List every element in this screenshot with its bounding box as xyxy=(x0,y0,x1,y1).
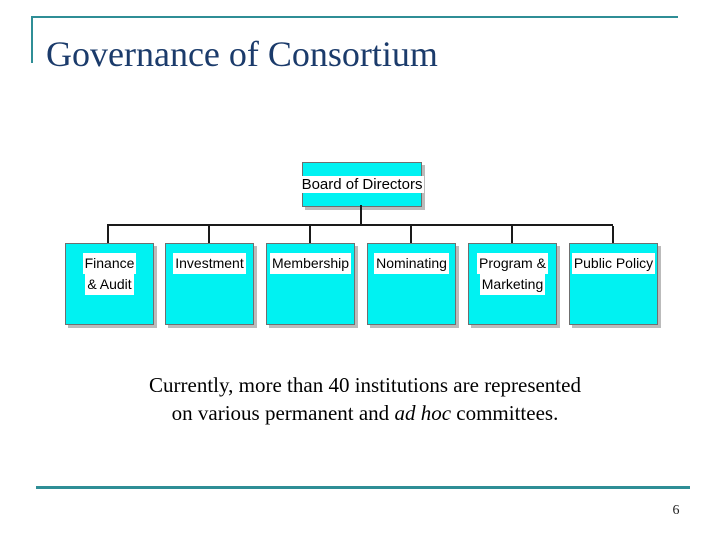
connector-root-vertical xyxy=(360,205,362,224)
org-box-label: Program & xyxy=(477,253,548,274)
org-box-program-marketing: Program & Marketing xyxy=(468,243,557,325)
org-box-label: Public Policy xyxy=(571,253,656,274)
body-line-2: on various permanent and ad hoc committe… xyxy=(171,401,559,425)
connector-stub xyxy=(208,226,210,243)
org-box-nominating: Nominating xyxy=(367,243,456,325)
connector-horizontal xyxy=(107,224,613,226)
org-box-label: Nominating xyxy=(374,253,449,274)
connector-stub xyxy=(612,226,614,243)
org-box-label: & Audit xyxy=(85,274,134,295)
org-box-label: Finance xyxy=(82,253,137,274)
org-box-label: Investment xyxy=(173,253,246,274)
org-box-board-of-directors: Board of Directors xyxy=(299,162,425,207)
connector-stub xyxy=(107,226,109,243)
connector-stub xyxy=(309,226,311,243)
accent-line-bottom xyxy=(36,486,690,489)
connector-stub xyxy=(410,226,412,243)
org-box-finance-audit: Finance & Audit xyxy=(65,243,154,325)
accent-line-left xyxy=(31,16,33,63)
connector-stub xyxy=(511,226,513,243)
org-box-investment: Investment xyxy=(165,243,254,325)
org-box-public-policy: Public Policy xyxy=(569,243,658,325)
slide-title: Governance of Consortium xyxy=(46,34,438,74)
org-box-label: Membership xyxy=(269,253,352,274)
page-number: 6 xyxy=(672,503,680,518)
org-box-membership: Membership xyxy=(266,243,355,325)
org-box-label: Marketing xyxy=(479,274,546,295)
body-line-1: Currently, more than 40 institutions are… xyxy=(149,373,581,397)
body-paragraph: Currently, more than 40 institutions are… xyxy=(40,371,690,427)
accent-line-top xyxy=(31,16,678,18)
org-box-label: Board of Directors xyxy=(299,176,425,193)
body-italic-phrase: ad hoc xyxy=(394,401,452,425)
